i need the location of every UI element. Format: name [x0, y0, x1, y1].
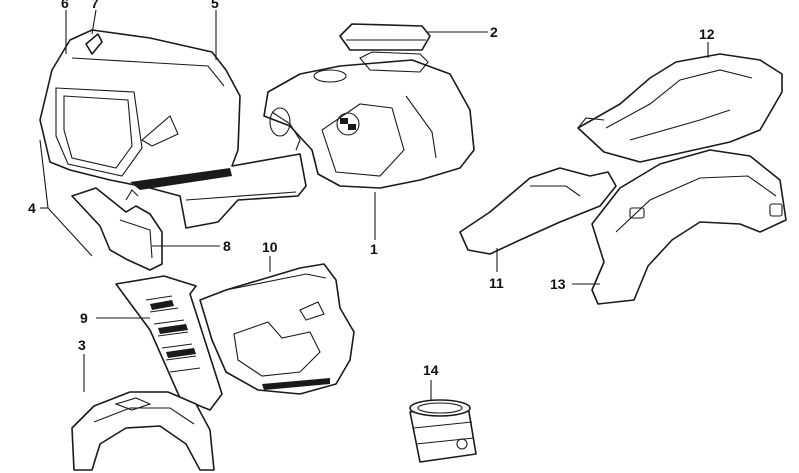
callout-5: 5	[211, 0, 219, 11]
callout-4: 4	[28, 200, 36, 216]
lower-panel-part	[199, 263, 355, 395]
callout-2: 2	[490, 24, 498, 40]
seat-part	[577, 53, 783, 163]
fairing-part	[39, 29, 307, 229]
front-fender-part	[71, 391, 215, 471]
side-cover-part	[459, 167, 617, 255]
grille-part	[115, 275, 223, 411]
callout-10: 10	[262, 239, 278, 255]
callout-14: 14	[423, 362, 439, 378]
callout-1: 1	[370, 241, 378, 257]
callout-12: 12	[699, 26, 715, 42]
callout-6: 6	[61, 0, 69, 11]
sleeve-part	[409, 399, 477, 463]
leader-lines	[39, 9, 709, 400]
callout-7: 7	[91, 0, 99, 11]
bracket-part	[71, 187, 163, 271]
callout-11: 11	[489, 275, 504, 291]
callout-9: 9	[80, 310, 88, 326]
fuel-tank-part	[263, 51, 475, 189]
callout-13: 13	[550, 276, 566, 292]
rear-fender-part	[591, 149, 787, 305]
callout-8: 8	[223, 238, 231, 254]
callout-labels: 1 2 3 4 5 6 7 8 9 10 11 12 13 14	[28, 0, 715, 378]
callout-3: 3	[78, 337, 86, 353]
tank-cap-part	[339, 23, 431, 51]
